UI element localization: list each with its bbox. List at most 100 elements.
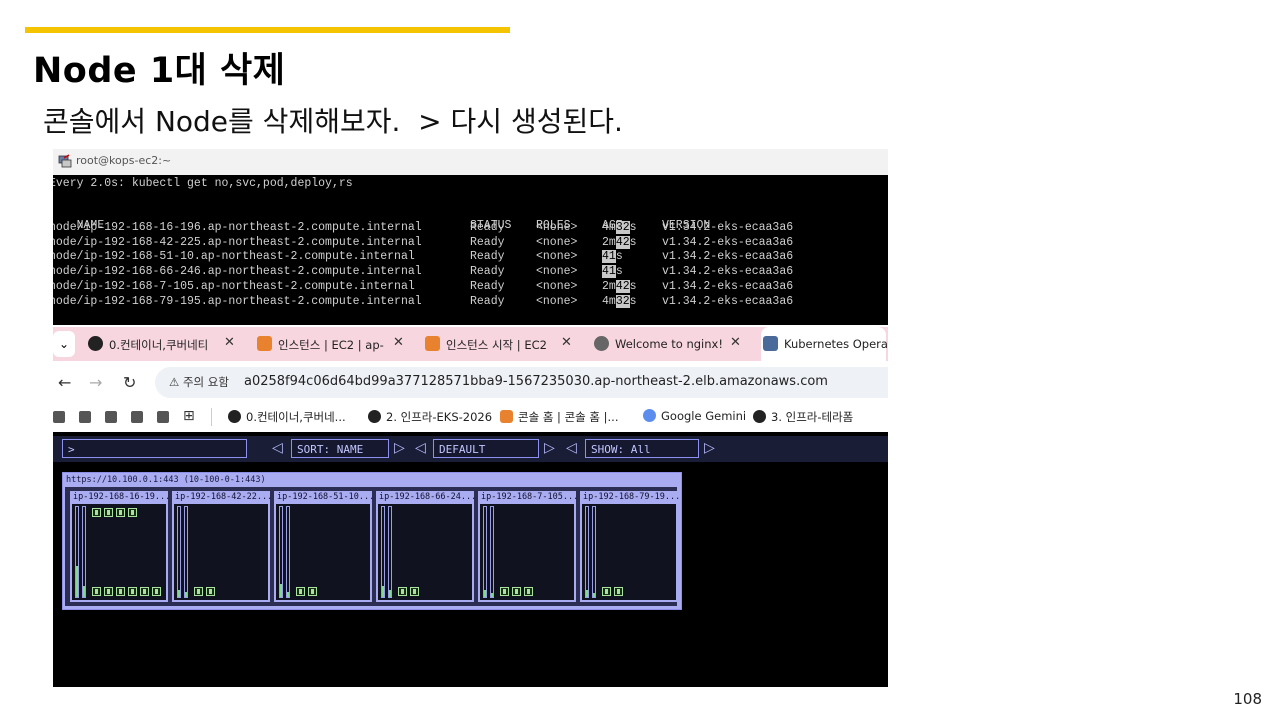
pod-box[interactable] — [140, 587, 149, 596]
url-text[interactable]: a0258f94c06d64bd99a377128571bba9-1567235… — [244, 374, 828, 389]
putty-icon — [58, 154, 72, 168]
cluster-node[interactable]: ip-192-168-51-10... — [274, 491, 374, 602]
bookmark-label: 0.컨테이너,쿠버네... — [246, 410, 346, 424]
security-warning-chip[interactable]: ⚠ 주의 요함 — [163, 372, 235, 393]
cluster-nodes: ip-192-168-16-19...ip-192-168-42-22...ip… — [65, 487, 680, 606]
memory-bar — [490, 506, 494, 598]
reload-icon[interactable]: ↻ — [123, 373, 137, 392]
bookmark-icon[interactable] — [131, 411, 143, 423]
theme-prev-arrow-icon[interactable]: ◁ — [415, 440, 426, 456]
row-name: node/ip-192-168-66-246.ap-northeast-2.co… — [53, 265, 422, 279]
pod-box[interactable] — [602, 587, 611, 596]
browser-tab[interactable]: Kubernetes Operatio — [761, 327, 888, 361]
bookmark-item[interactable]: 3. 인프라-테라폼 — [753, 409, 853, 425]
show-field[interactable]: SHOW: All — [585, 439, 699, 458]
pod-box[interactable] — [128, 587, 137, 596]
pod-box[interactable] — [152, 587, 161, 596]
memory-bar-fill — [287, 591, 289, 597]
row-name: node/ip-192-168-79-195.ap-northeast-2.co… — [53, 294, 422, 308]
row-age: 4m32s — [602, 294, 637, 308]
omnibox[interactable]: ⚠ 주의 요함 a0258f94c06d64bd99a377128571bba9… — [155, 367, 888, 398]
theme-next-arrow-icon[interactable]: ▷ — [544, 440, 555, 456]
tab-close-icon[interactable]: ✕ — [224, 335, 235, 350]
filter-input[interactable]: > — [62, 439, 247, 458]
col-version: VERSION — [662, 219, 711, 232]
bookmark-icon[interactable] — [105, 411, 117, 423]
age-highlight: 42 — [615, 235, 630, 249]
pod-box[interactable] — [92, 508, 101, 517]
security-warning-label: 주의 요함 — [182, 375, 229, 389]
pod-box[interactable] — [614, 587, 623, 596]
browser-tab[interactable]: 인스턴스 시작 | EC2✕ — [423, 327, 583, 361]
sort-prev-arrow-icon[interactable]: ◁ — [272, 440, 283, 456]
pod-box[interactable] — [116, 587, 125, 596]
cpu-bar-fill — [484, 589, 486, 597]
browser-tab[interactable]: 0.컨테이너,쿠버네티✕ — [86, 327, 246, 361]
memory-bar-fill — [593, 592, 595, 597]
node-name: ip-192-168-16-19... — [73, 492, 171, 502]
cluster-node[interactable]: ip-192-168-79-19... — [580, 491, 680, 602]
bookmark-item[interactable]: 2. 인프라-EKS-2026 — [368, 409, 492, 425]
memory-bar — [82, 506, 86, 598]
age-suffix: s — [629, 294, 637, 308]
forward-arrow-icon[interactable]: → — [89, 373, 103, 392]
bookmark-item[interactable]: Google Gemini — [643, 409, 746, 423]
apps-grid-icon[interactable]: ⊞ — [183, 408, 195, 424]
pod-box[interactable] — [308, 587, 317, 596]
pod-box[interactable] — [104, 508, 113, 517]
sort-next-arrow-icon[interactable]: ▷ — [394, 440, 405, 456]
kube-ops-icon — [763, 336, 778, 351]
row-status: Ready — [470, 235, 505, 249]
bookmark-item[interactable]: 콘솔 홈 | 콘솔 홈 |... — [500, 409, 618, 425]
sort-field[interactable]: SORT: NAME — [291, 439, 389, 458]
memory-bar-fill — [491, 592, 493, 597]
terminal-titlebar[interactable]: root@kops-ec2:~ — [53, 149, 888, 176]
age-highlight: 41 — [602, 250, 616, 264]
pod-box[interactable] — [398, 587, 407, 596]
globe-icon — [594, 336, 609, 351]
aws-ec2-icon — [257, 336, 272, 351]
back-arrow-icon[interactable]: ← — [58, 373, 72, 392]
pod-box[interactable] — [512, 587, 521, 596]
bookmark-icon[interactable] — [157, 411, 169, 423]
pod-box[interactable] — [128, 508, 137, 517]
pod-box[interactable] — [206, 587, 215, 596]
pod-box[interactable] — [296, 587, 305, 596]
row-name: node/ip-192-168-51-10.ap-northeast-2.com… — [53, 250, 415, 264]
theme-field[interactable]: DEFAULT — [433, 439, 539, 458]
row-roles: <none> — [536, 279, 578, 293]
cpu-bar-fill — [76, 565, 78, 597]
bookmark-item[interactable]: 0.컨테이너,쿠버네... — [228, 409, 346, 425]
browser-tab[interactable]: Welcome to nginx!✕ — [592, 327, 752, 361]
pod-box[interactable] — [194, 587, 203, 596]
row-age: 41s — [602, 265, 623, 279]
pod-box[interactable] — [524, 587, 533, 596]
tab-close-icon[interactable]: ✕ — [730, 335, 741, 350]
row-name: node/ip-192-168-16-196.ap-northeast-2.co… — [53, 221, 422, 234]
cluster-node[interactable]: ip-192-168-66-24... — [376, 491, 477, 602]
pod-box[interactable] — [410, 587, 419, 596]
pod-box[interactable] — [92, 587, 101, 596]
tab-close-icon[interactable]: ✕ — [561, 335, 572, 350]
col-roles: ROLES — [536, 219, 571, 232]
notion-icon — [88, 336, 103, 351]
cluster-node[interactable]: ip-192-168-7-105... — [478, 491, 579, 602]
pod-box[interactable] — [104, 587, 113, 596]
browser-tab[interactable]: 인스턴스 | EC2 | ap- ✕ — [255, 327, 415, 361]
pod-box[interactable] — [500, 587, 509, 596]
bookmark-icon[interactable] — [79, 411, 91, 423]
bookmark-label: 3. 인프라-테라폼 — [771, 410, 854, 424]
show-prev-arrow-icon[interactable]: ◁ — [566, 440, 577, 456]
bookmark-icon[interactable] — [53, 411, 65, 423]
tab-close-icon[interactable]: ✕ — [393, 335, 404, 350]
pod-box[interactable] — [116, 508, 125, 517]
cpu-bar — [483, 506, 487, 598]
tab-search-chevron-icon[interactable]: ⌄ — [53, 331, 75, 357]
cluster-node[interactable]: ip-192-168-42-22... — [172, 491, 272, 602]
node-name: ip-192-168-66-24... — [379, 492, 477, 502]
show-next-arrow-icon[interactable]: ▷ — [704, 440, 715, 456]
node-name: ip-192-168-7-105... — [481, 492, 579, 502]
cluster-node[interactable]: ip-192-168-16-19... — [70, 491, 171, 602]
tab-label: 인스턴스 | EC2 | ap- — [278, 338, 384, 352]
